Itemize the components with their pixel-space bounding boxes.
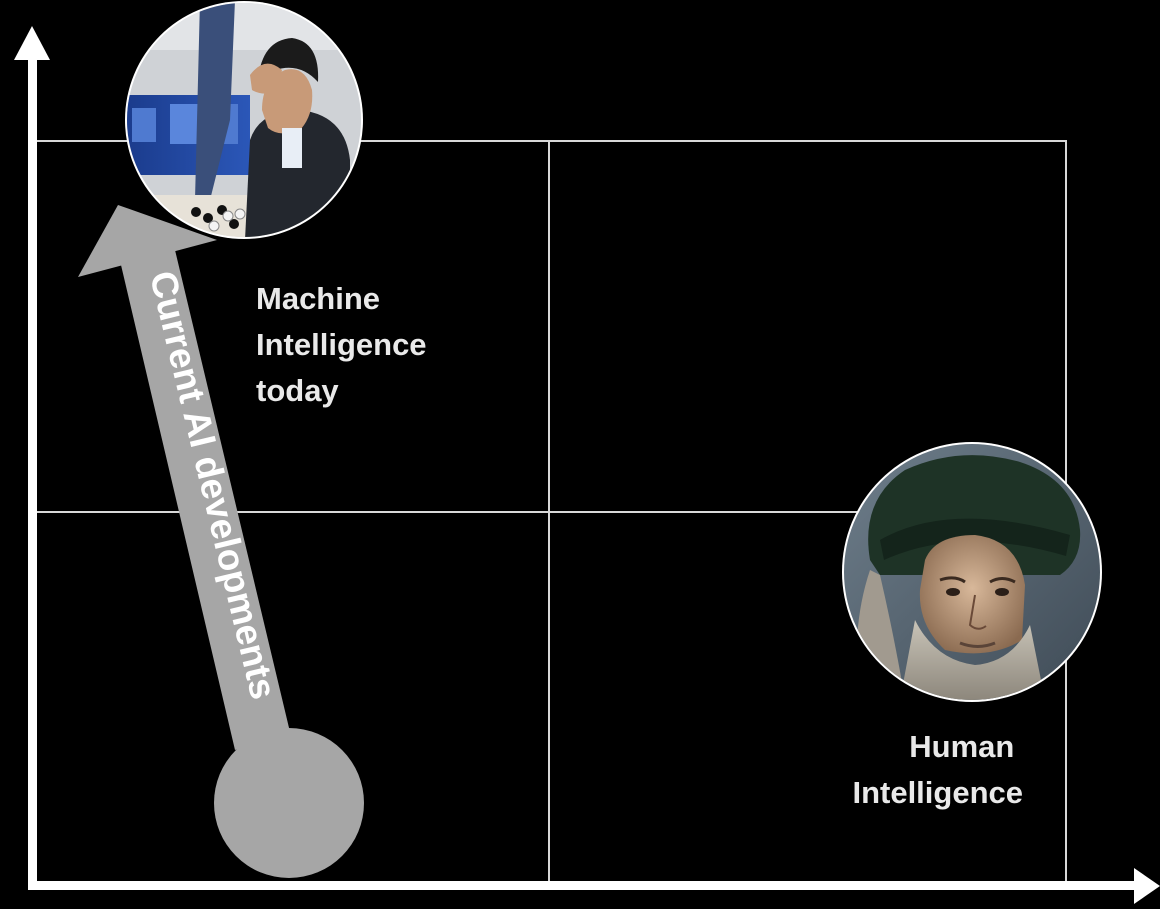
x-axis-arrowhead <box>1134 868 1160 904</box>
human-label-line-2: Intelligence <box>852 775 1023 810</box>
start-circle <box>214 728 364 878</box>
machine-label-line-2: Intelligence <box>256 327 427 362</box>
arrow-head <box>78 205 217 277</box>
machine-label-line-1: Machine <box>256 281 380 316</box>
x-axis-line <box>28 881 1138 890</box>
y-axis-arrowhead <box>14 26 50 60</box>
human-intelligence-label: Human Intelligence <box>852 729 1023 810</box>
machine-intelligence-photo <box>125 1 363 239</box>
human-label-line-1: Human <box>909 729 1014 764</box>
human-intelligence-photo <box>842 442 1102 702</box>
machine-label-line-3: today <box>256 373 339 408</box>
machine-intelligence-label: Machine Intelligence today <box>256 281 435 408</box>
y-axis-line <box>28 56 37 889</box>
arrow-shaft <box>121 250 290 750</box>
axes <box>14 26 1160 904</box>
